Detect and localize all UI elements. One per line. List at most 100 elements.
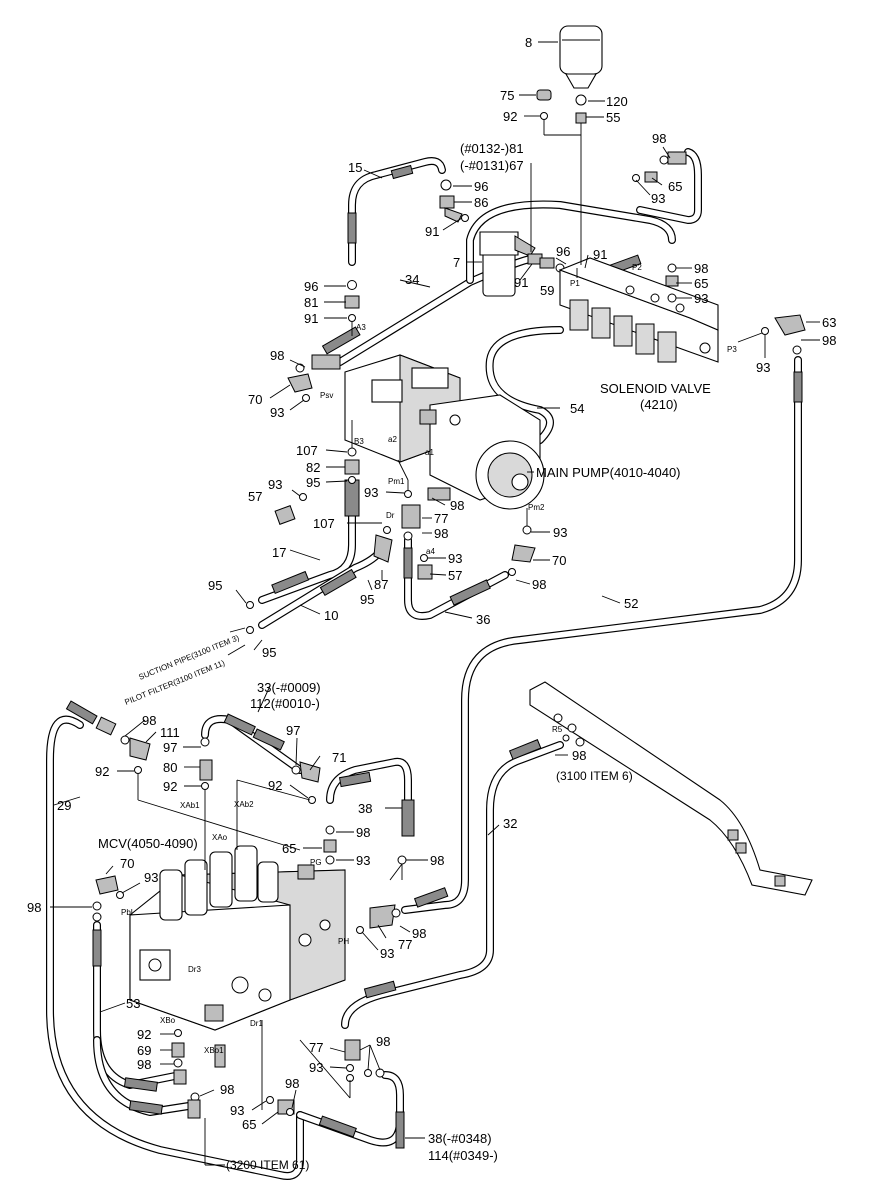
callout-labels: 8 75 120 92 55 (#0132-)81 (-#0131)67 15 … [27,35,836,1172]
label-65: 65 [242,1117,256,1132]
label-93: 93 [553,525,567,540]
label-112-serial: 112(#0010-) [250,696,320,711]
label-95: 95 [306,475,320,490]
label-91: 91 [425,224,439,239]
label-93: 93 [448,551,462,566]
return-pipe-note: (3100 ITEM 6) [556,769,633,783]
label-52: 52 [624,596,638,611]
label-33-serial: 33(-#0009) [257,680,321,695]
pump-fittings [246,280,536,634]
label-93: 93 [309,1060,323,1075]
label-65: 65 [668,179,682,194]
port-Dr1: Dr1 [250,1019,263,1028]
label-92: 92 [163,779,177,794]
label-107: 107 [296,443,318,458]
label-98: 98 [652,131,666,146]
label-114-serial: 114(#0349-) [428,1148,498,1163]
label-96: 96 [556,244,570,259]
port-PbL: PbL [121,908,136,917]
label-36: 36 [476,612,490,627]
label-93: 93 [694,291,708,306]
mcv-fittings [92,716,407,1119]
label-34: 34 [405,272,419,287]
mcv-label: MCV(4050-4090) [98,836,198,851]
label-97: 97 [163,740,177,755]
label-57: 57 [248,489,262,504]
label-65: 65 [694,276,708,291]
port-PH: PH [338,937,349,946]
label-93: 93 [380,946,394,961]
label-111: 111 [160,725,180,740]
port-R5: R5 [552,725,563,734]
bracket-note: (3200 ITEM 61) [226,1158,309,1172]
label-93: 93 [144,870,158,885]
breather-cap [559,25,603,124]
port-P1: P1 [570,279,580,288]
label-97: 97 [286,723,300,738]
label-29: 29 [57,798,71,813]
label-98: 98 [572,748,586,763]
label-8: 8 [525,35,532,50]
label-98: 98 [532,577,546,592]
label-53: 53 [126,996,140,1011]
line-filter [479,231,536,297]
port-Dr: Dr [386,511,395,520]
label-10: 10 [324,608,338,623]
port-tags: A3 Psv B3 a2 a1 Pm1 Dr a4 Pm2 P1 P2 P3 R… [121,263,737,1055]
label-54: 54 [570,401,584,416]
label-98: 98 [285,1076,299,1091]
port-Pm1: Pm1 [388,477,405,486]
label-98: 98 [430,853,444,868]
hose-sleeves [65,164,803,1149]
label-91: 91 [514,275,528,290]
label-65: 65 [282,841,296,856]
solenoid-valve-code: (4210) [640,397,678,412]
label-91: 91 [304,311,318,326]
port-A3: A3 [356,323,366,332]
label-57: 57 [448,568,462,583]
label-98: 98 [822,333,836,348]
port-P3: P3 [727,345,737,354]
label-95: 95 [208,578,222,593]
return-pipe [529,681,813,896]
port-XAb2: XAb2 [234,800,254,809]
label-63: 63 [822,315,836,330]
port-Psv: Psv [320,391,333,400]
label-32: 32 [503,816,517,831]
label-93: 93 [651,191,665,206]
solenoid-fittings [632,151,806,355]
lead-notes [227,627,246,656]
label-93: 93 [230,1103,244,1118]
leader-lines [50,41,820,1166]
label-38: 38 [358,801,372,816]
label-91: 91 [593,247,607,262]
label-93: 93 [270,405,284,420]
port-XBo1: XBo1 [204,1046,224,1055]
label-93: 93 [268,477,282,492]
label-15: 15 [348,160,362,175]
label-92: 92 [137,1027,151,1042]
main-control-valve [129,845,346,1068]
label-77: 77 [398,937,412,952]
port-PG: PG [310,858,322,867]
label-69: 69 [137,1043,151,1058]
solenoid-valve [558,257,719,363]
label-75: 75 [500,88,514,103]
label-77: 77 [309,1040,323,1055]
port-a2: a2 [388,435,397,444]
label-70: 70 [248,392,262,407]
label-70: 70 [552,553,566,568]
label-95: 95 [360,592,374,607]
main-pump [344,354,545,510]
label-92: 92 [503,109,517,124]
label-98: 98 [356,825,370,840]
label-98: 98 [220,1082,234,1097]
label-77: 77 [434,511,448,526]
label-98: 98 [27,900,41,915]
plug-75 [536,89,552,120]
port-B3: B3 [354,437,364,446]
label-67-serial: (-#0131)67 [460,158,524,173]
label-93: 93 [356,853,370,868]
label-92: 92 [268,778,282,793]
